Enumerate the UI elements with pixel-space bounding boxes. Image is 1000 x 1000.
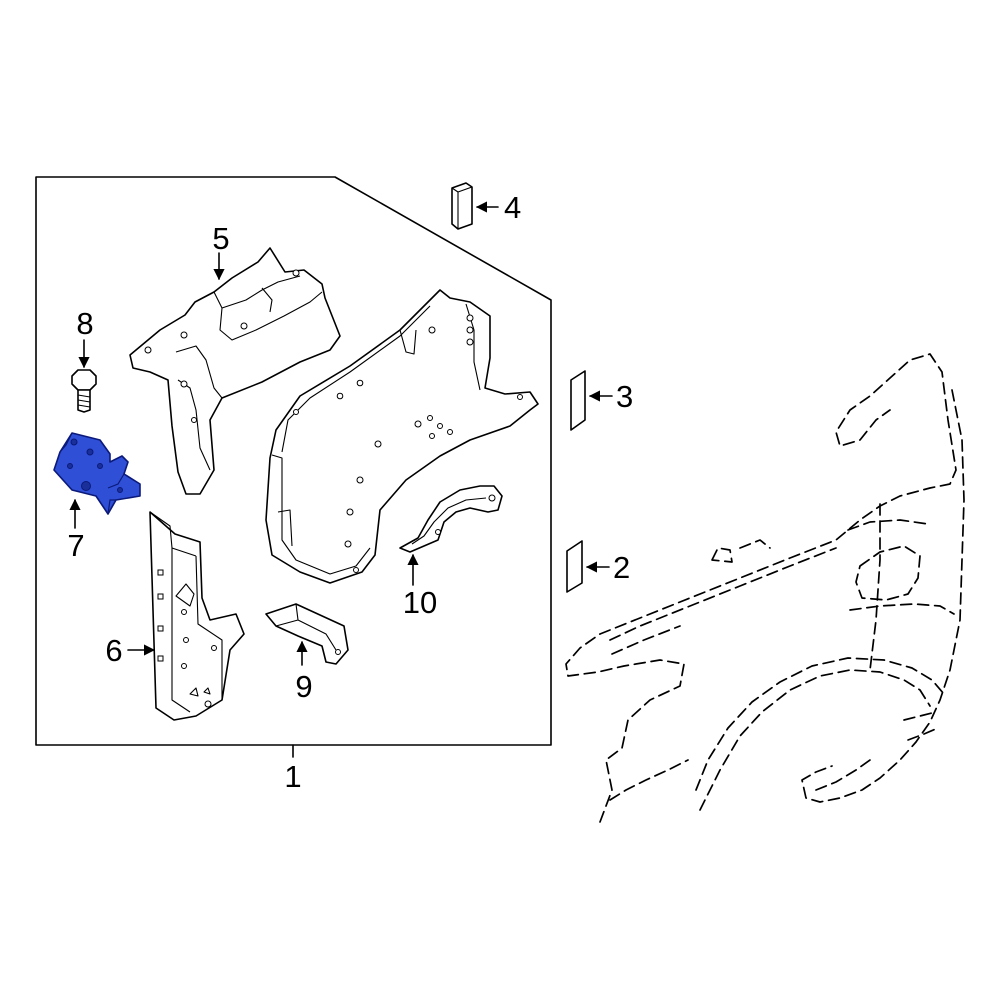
part-5[interactable] [129,247,341,495]
assembly-box [35,176,552,746]
callout-5[interactable]: 5 [212,221,229,256]
callout-2[interactable]: 2 [613,550,630,585]
fender-outline [565,353,965,823]
part-9[interactable] [265,603,349,665]
callout-10[interactable]: 10 [403,585,437,620]
callout-9[interactable]: 9 [295,669,312,704]
callout-7[interactable]: 7 [67,528,84,563]
apron-panel[interactable] [265,289,539,584]
part-3[interactable] [570,370,586,431]
part-10[interactable] [399,485,503,553]
callout-4[interactable]: 4 [504,190,521,225]
callout-1[interactable]: 1 [284,759,301,794]
callout-8[interactable]: 8 [76,306,93,341]
part-6[interactable] [149,511,245,721]
part-7-body[interactable] [53,432,141,515]
part-7-highlighted[interactable] [53,432,141,515]
callout-3[interactable]: 3 [616,379,633,414]
part-2[interactable] [566,540,583,593]
part-8[interactable] [71,369,97,413]
callout-6[interactable]: 6 [105,633,122,668]
part-4[interactable] [451,182,473,230]
